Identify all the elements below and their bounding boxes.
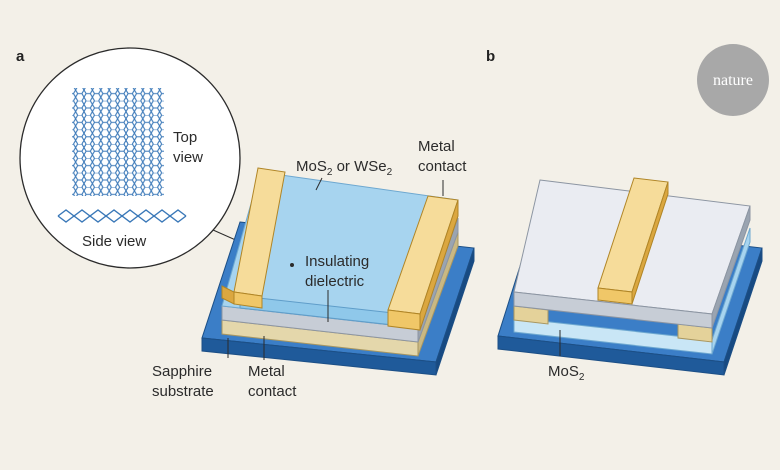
gate-b-side [631, 181, 669, 305]
device-b [497, 177, 763, 376]
lattice-side-view [57, 209, 187, 223]
panel-label-a: a [16, 48, 25, 65]
top-view-label-1: Top [173, 129, 197, 146]
metal-contact-bottom-label-2: contact [248, 383, 297, 400]
dielectric-b-side [711, 205, 751, 329]
metal-contact-top-label-1: Metal [418, 138, 455, 155]
right-contact-side [419, 199, 459, 331]
nature-logo: nature [697, 44, 769, 116]
substrate-side [435, 247, 475, 376]
side-view-label: Side view [82, 233, 146, 250]
right-contact-front [387, 309, 421, 331]
sapphire-label-2: substrate [152, 383, 214, 400]
inset-magnifier: Top view Side view [19, 47, 241, 269]
insulating-label-1: Insulating [305, 253, 369, 270]
semiconductor-label: MoS2 or WSe2 [296, 158, 393, 178]
sapphire-label-1: Sapphire [152, 363, 212, 380]
panel-label-b: b [486, 48, 495, 65]
mos2-layer-side [711, 227, 751, 355]
device-a [201, 167, 475, 376]
lattice-top-view [72, 88, 164, 196]
insulating-label-2: dielectric [305, 273, 365, 290]
top-view-label-2: view [173, 149, 203, 166]
mos2-label-b: MoS2 [548, 363, 585, 383]
metal-contact-top-label-2: contact [418, 158, 467, 175]
nature-logo-text: nature [713, 72, 753, 89]
metal-contact-bottom-label-1: Metal [248, 363, 285, 380]
